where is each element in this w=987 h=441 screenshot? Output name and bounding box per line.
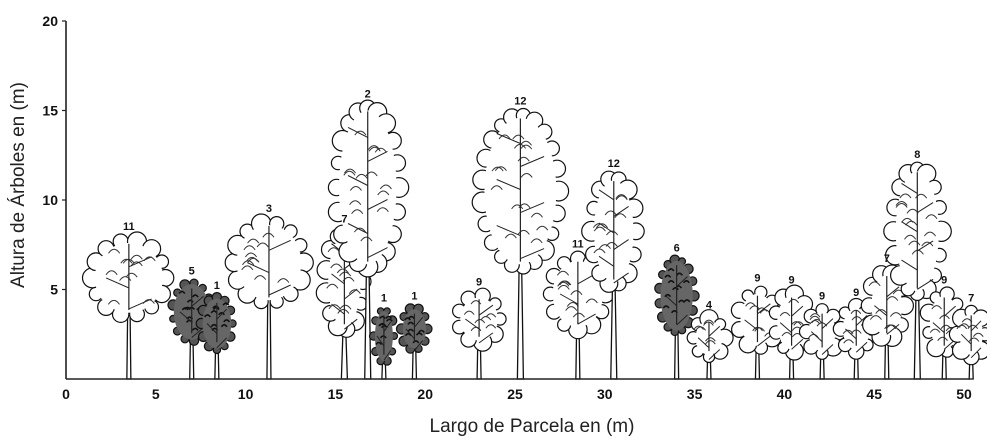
tree-trunk: [267, 297, 271, 379]
tree: [225, 214, 313, 379]
x-tick-label: 30: [597, 386, 613, 402]
tree-trunk: [517, 262, 523, 379]
tree-trunk: [914, 288, 920, 379]
y-tick-label: 5: [50, 282, 58, 298]
tree-id-label: 1: [214, 280, 220, 292]
tree-id-label: 6: [674, 242, 680, 254]
tree: [949, 305, 987, 379]
tree: [687, 310, 733, 379]
tree-id-label: 9: [941, 275, 947, 287]
y-tick-label: 15: [42, 103, 58, 119]
x-tick-label: 35: [687, 386, 703, 402]
tree: [370, 308, 398, 379]
x-tick-label: 5: [152, 386, 160, 402]
x-tick-label: 15: [328, 386, 344, 402]
x-tick-label: 40: [777, 386, 793, 402]
tree-id-label: 9: [853, 287, 859, 299]
tree: [397, 304, 432, 379]
y-tick-label: 20: [42, 13, 58, 29]
tree: [196, 293, 236, 379]
tree-layer: [83, 100, 987, 379]
tree-id-label: 12: [514, 96, 526, 108]
tree-trunk: [611, 280, 617, 380]
x-tick-label: 0: [62, 386, 70, 402]
tree-trunk: [127, 310, 131, 379]
tree-id-label: 2: [365, 88, 371, 100]
tree-id-label: 4: [706, 300, 713, 312]
tree-id-label: 1: [411, 291, 417, 303]
y-axis-title: Altura de Árboles en (m): [8, 82, 29, 288]
tree-id-label: 11: [572, 239, 584, 251]
tree-id-label: 9: [819, 291, 825, 303]
tree-id-label: 9: [754, 273, 760, 285]
tree-trunk: [365, 262, 371, 379]
x-tick-label: 25: [507, 386, 523, 402]
x-tick-label: 50: [956, 386, 972, 402]
tree-id-label: 1: [381, 292, 387, 304]
x-tick-label: 10: [238, 386, 254, 402]
x-tick-label: 45: [866, 386, 882, 402]
x-axis-title: Largo de Parcela en (m): [430, 416, 635, 437]
x-tick-label: 20: [417, 386, 433, 402]
y-tick-label: 10: [42, 192, 58, 208]
tree-id-label: 11: [123, 221, 135, 233]
tree-id-label: 9: [476, 276, 482, 288]
tree-id-label: 9: [789, 275, 795, 287]
tree: [453, 288, 507, 379]
tree-id-label: 7: [341, 214, 347, 226]
tree-id-label: 7: [884, 253, 890, 265]
tree-id-label: 8: [914, 149, 920, 161]
tree-id-label: 5: [189, 266, 195, 278]
tree-id-label: 3: [266, 203, 272, 215]
tree: [83, 232, 174, 379]
tree-id-label: 7: [968, 292, 974, 304]
tree: [655, 255, 699, 379]
tree-id-label: 12: [608, 158, 620, 170]
